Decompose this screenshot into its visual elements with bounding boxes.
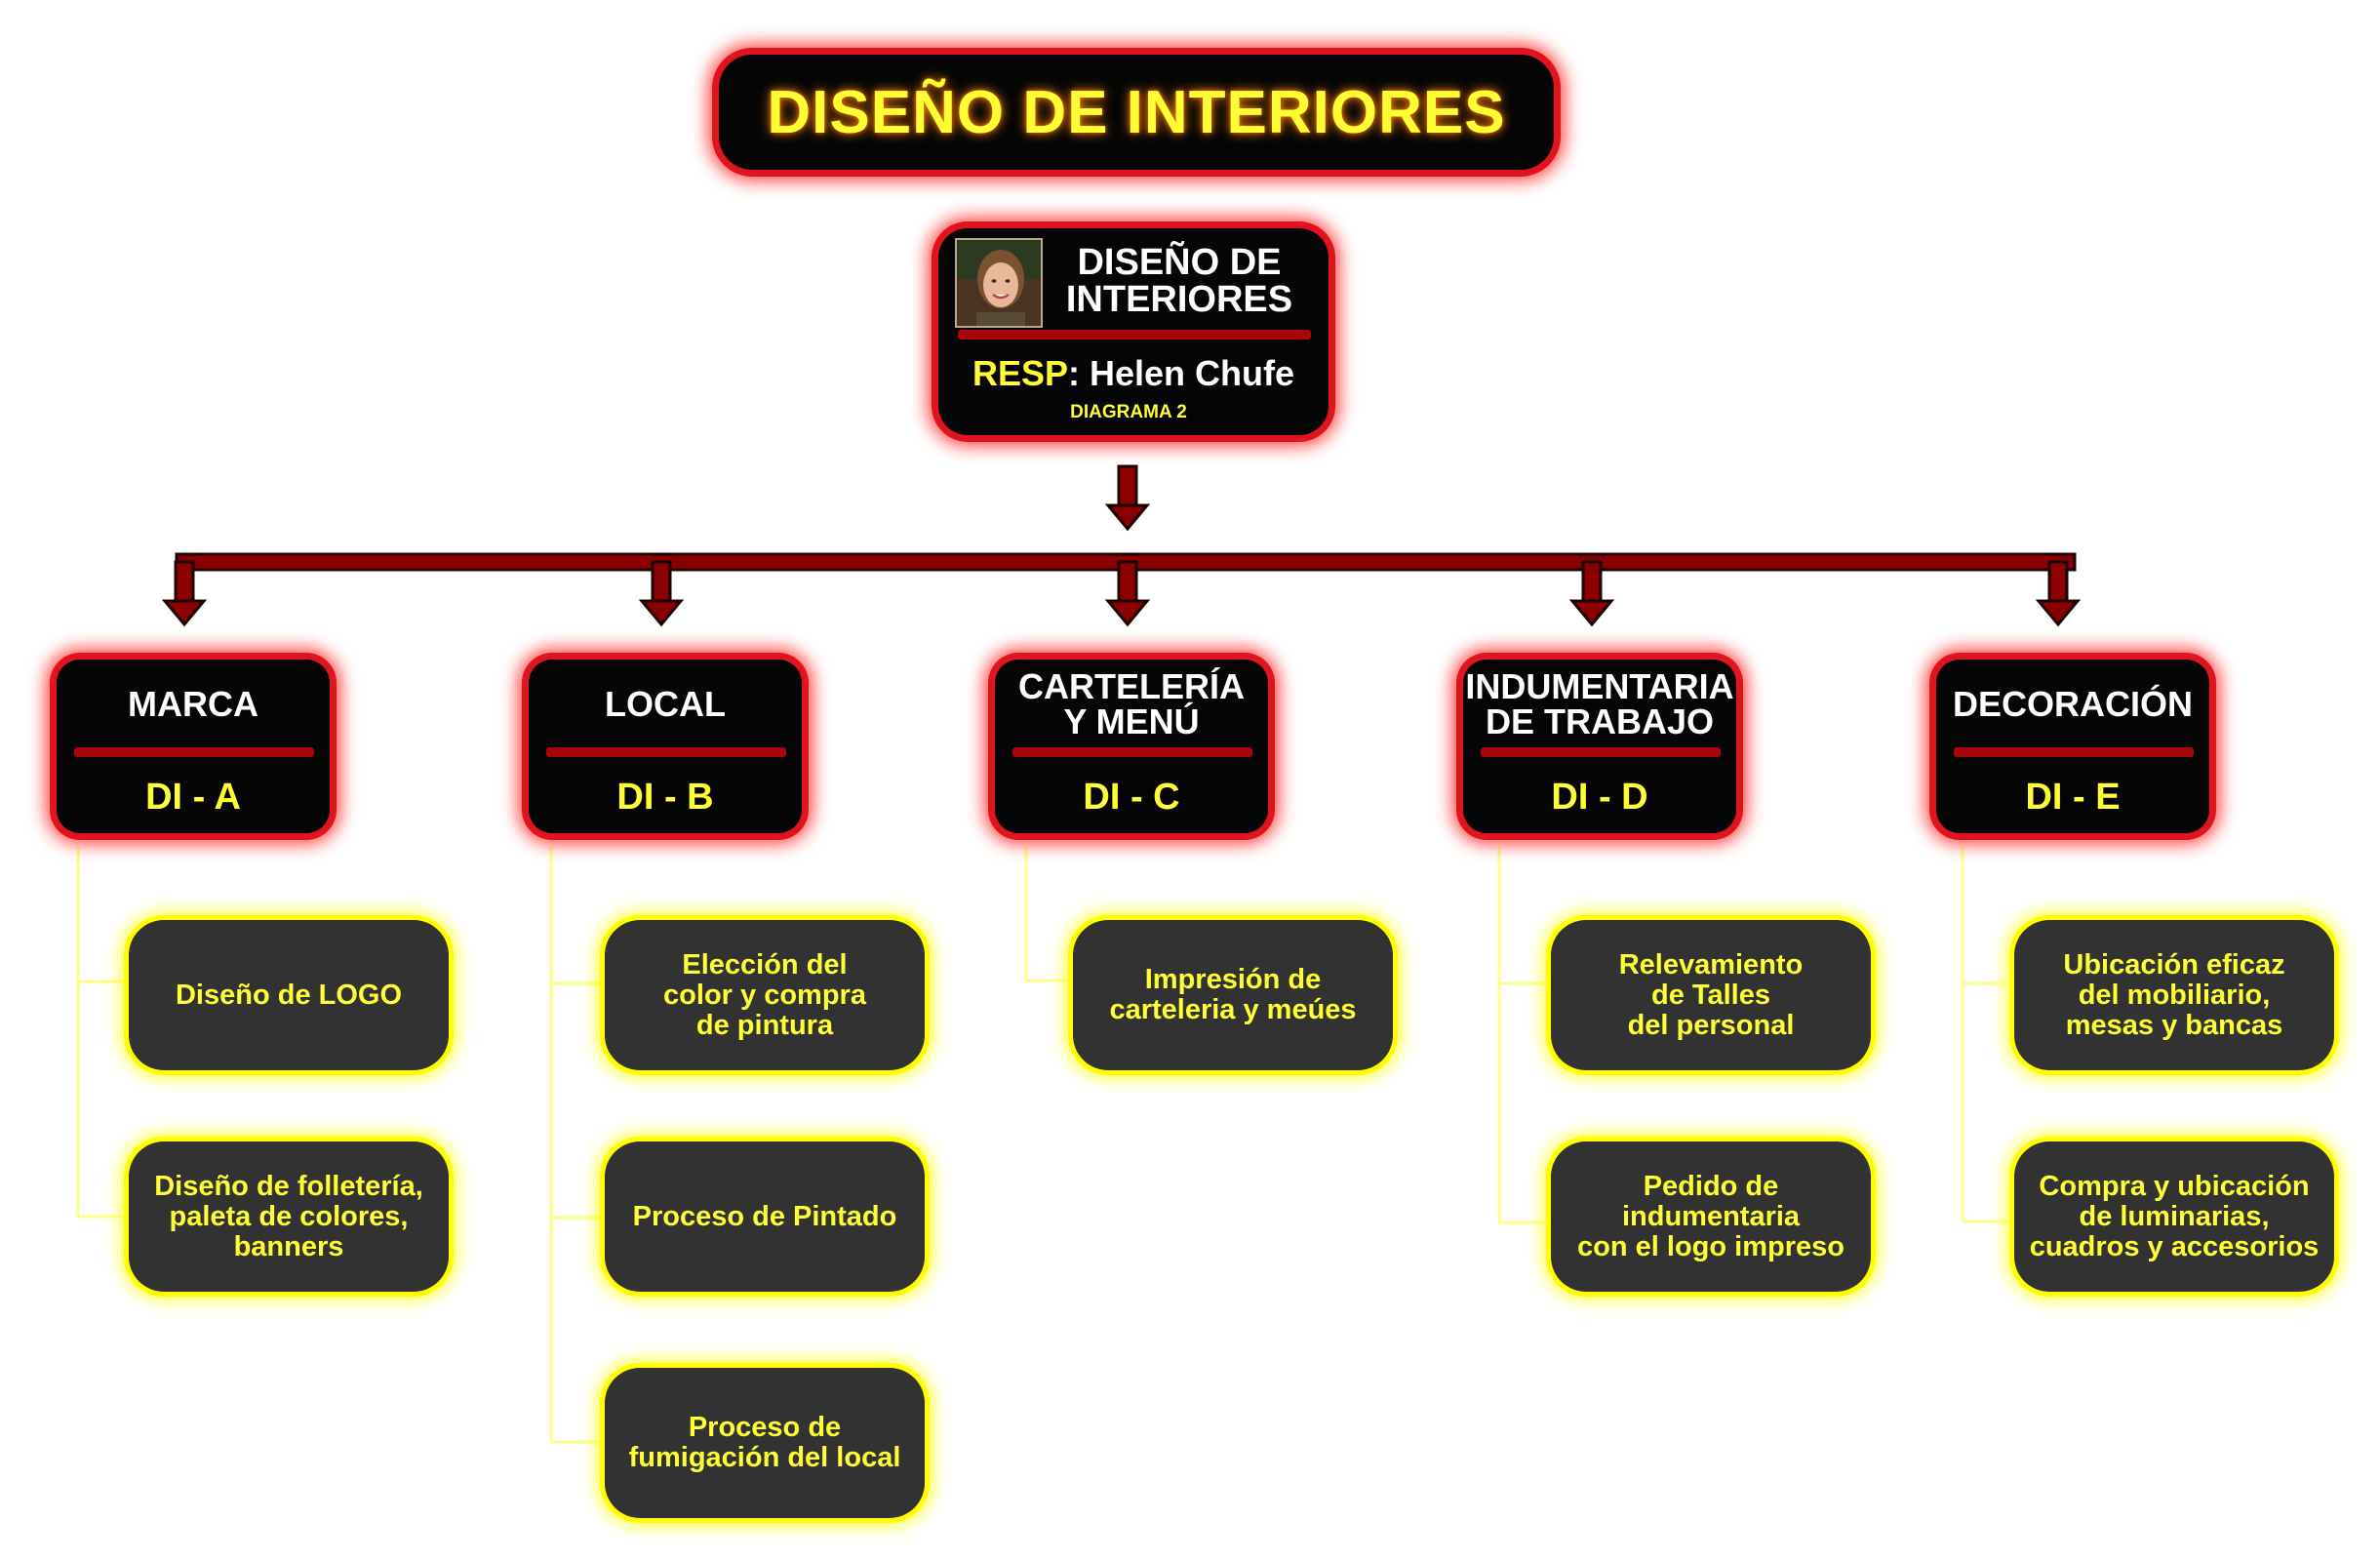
department-code: DI - C [1083, 777, 1180, 818]
department-decoracion: DECORACIÓN DI - E [1936, 660, 2209, 833]
department-name: DECORACIÓN [1952, 684, 2193, 724]
divider [74, 747, 314, 757]
arrow-down-icon [1570, 560, 1613, 626]
divider [958, 330, 1311, 340]
department-name: MARCA [128, 684, 258, 724]
department-code: DI - B [616, 777, 714, 818]
responsible-label: RESP [972, 353, 1069, 393]
divider [1481, 747, 1721, 757]
arrow-down-icon [2037, 560, 2080, 626]
title-box: DISEÑO DE INTERIORES [719, 55, 1554, 170]
department-marca: MARCA DI - A [57, 660, 330, 833]
department-code: DI - E [2025, 777, 2121, 818]
divider [1954, 747, 2194, 757]
task-item: Proceso de Pintado [605, 1141, 925, 1292]
head-title-line: DISEÑO DE [1077, 242, 1282, 283]
department-name: LOCAL [605, 684, 726, 724]
responsible: RESP: Helen Chufe [938, 353, 1329, 394]
head-title-line: INTERIORES [1065, 279, 1293, 320]
task-tree-lines [76, 847, 2014, 1444]
department-code: DI - D [1551, 777, 1648, 818]
page-title: DISEÑO DE INTERIORES [767, 78, 1506, 146]
arrow-down-icon [163, 560, 206, 626]
arrow-down-icon [640, 560, 683, 626]
department-local: LOCAL DI - B [529, 660, 802, 833]
divider [546, 747, 786, 757]
diagram-label: DIAGRAMA 2 [1070, 402, 1187, 422]
responsible-name: : Helen Chufe [1068, 353, 1295, 393]
person-photo [955, 238, 1043, 328]
task-item: Diseño de folletería,paleta de colores,b… [129, 1141, 449, 1292]
arrow-down-icon [1106, 464, 1149, 531]
head-title: DISEÑO DE INTERIORES [1048, 244, 1311, 318]
head-box: DISEÑO DE INTERIORES RESP: Helen Chufe D… [938, 228, 1329, 435]
department-code: DI - A [145, 777, 241, 818]
arrow-down-icon [1106, 560, 1149, 626]
divider [1012, 747, 1252, 757]
task-item: Diseño de LOGO [129, 920, 449, 1070]
